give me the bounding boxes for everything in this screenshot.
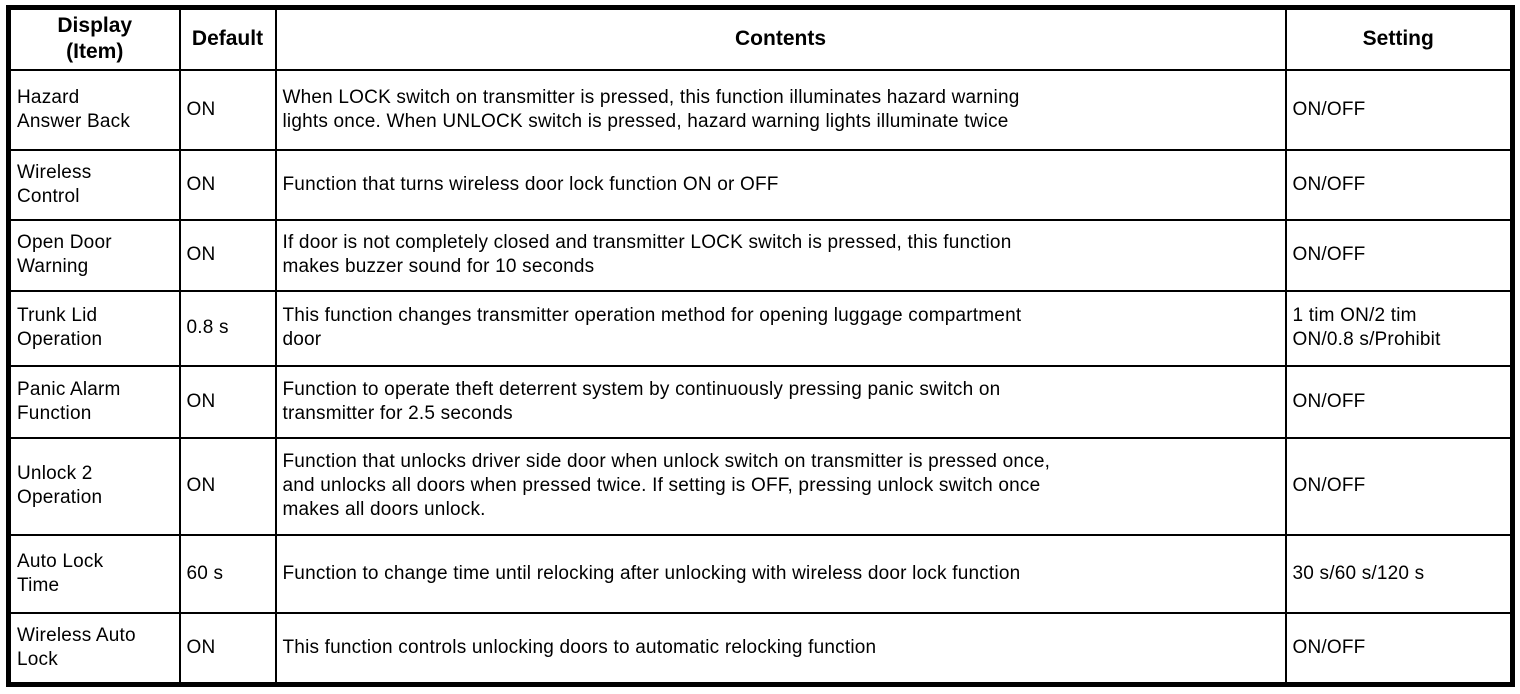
display-item-cell: Auto Lock Time <box>7 533 181 614</box>
table-row: Wireless Auto Lock ON This function cont… <box>7 611 1514 686</box>
contents-cell: This function controls unlocking doors t… <box>274 611 1287 686</box>
display-item-cell: Trunk Lid Operation <box>7 289 181 367</box>
contents-cell: Function that unlocks driver side door w… <box>274 436 1287 536</box>
table-row: Hazard Answer Back ON When LOCK switch o… <box>7 68 1514 151</box>
setting-cell: ON/OFF <box>1284 218 1514 292</box>
default-cell: ON <box>178 218 277 292</box>
wireless-door-lock-settings-table: Display (Item) Default Contents Setting … <box>6 5 1515 687</box>
header-setting: Setting <box>1284 6 1514 71</box>
contents-cell: Function that turns wireless door lock f… <box>274 148 1287 221</box>
default-cell: ON <box>178 611 277 686</box>
display-item-cell: Hazard Answer Back <box>7 68 181 151</box>
table-row: Open Door Warning ON If door is not comp… <box>7 218 1514 292</box>
setting-cell: 1 tim ON/2 tim ON/0.8 s/Prohibit <box>1284 289 1514 367</box>
default-cell: 60 s <box>178 533 277 614</box>
display-item-cell: Unlock 2 Operation <box>7 436 181 536</box>
header-contents: Contents <box>274 6 1287 71</box>
setting-cell: ON/OFF <box>1284 148 1514 221</box>
header-display-item: Display (Item) <box>7 6 181 71</box>
table-row: Trunk Lid Operation 0.8 s This function … <box>7 289 1514 367</box>
contents-cell: When LOCK switch on transmitter is press… <box>274 68 1287 151</box>
display-item-cell: Open Door Warning <box>7 218 181 292</box>
table-row: Panic Alarm Function ON Function to oper… <box>7 364 1514 439</box>
table-body: Hazard Answer Back ON When LOCK switch o… <box>7 68 1514 686</box>
table-header: Display (Item) Default Contents Setting <box>7 6 1514 71</box>
default-cell: ON <box>178 148 277 221</box>
setting-cell: 30 s/60 s/120 s <box>1284 533 1514 614</box>
setting-cell: ON/OFF <box>1284 364 1514 439</box>
header-row: Display (Item) Default Contents Setting <box>7 6 1514 71</box>
contents-cell: If door is not completely closed and tra… <box>274 218 1287 292</box>
contents-cell: Function to change time until relocking … <box>274 533 1287 614</box>
table-row: Unlock 2 Operation ON Function that unlo… <box>7 436 1514 536</box>
display-item-cell: Wireless Control <box>7 148 181 221</box>
default-cell: ON <box>178 68 277 151</box>
contents-cell: This function changes transmitter operat… <box>274 289 1287 367</box>
default-cell: ON <box>178 436 277 536</box>
display-item-cell: Panic Alarm Function <box>7 364 181 439</box>
contents-cell: Function to operate theft deterrent syst… <box>274 364 1287 439</box>
setting-cell: ON/OFF <box>1284 611 1514 686</box>
setting-cell: ON/OFF <box>1284 68 1514 151</box>
default-cell: 0.8 s <box>178 289 277 367</box>
setting-cell: ON/OFF <box>1284 436 1514 536</box>
table-row: Auto Lock Time 60 s Function to change t… <box>7 533 1514 614</box>
table-row: Wireless Control ON Function that turns … <box>7 148 1514 221</box>
header-default: Default <box>178 6 277 71</box>
display-item-cell: Wireless Auto Lock <box>7 611 181 686</box>
default-cell: ON <box>178 364 277 439</box>
